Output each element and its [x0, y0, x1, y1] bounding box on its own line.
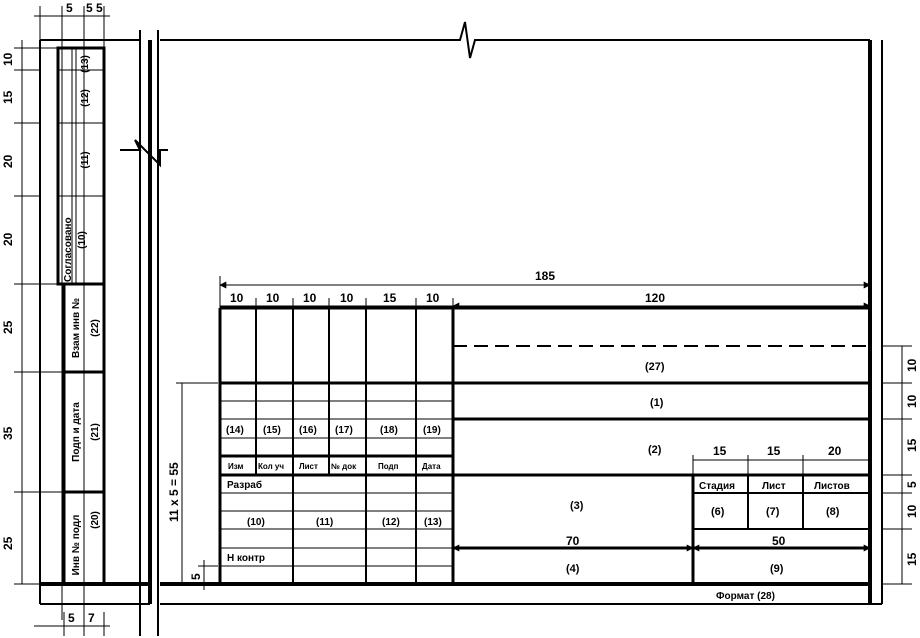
dim-right-10a: 10 — [905, 358, 919, 372]
side-strip — [56, 28, 106, 620]
left-dim-ticks — [14, 47, 64, 585]
dim-left-20a: 20 — [1, 154, 15, 168]
dim-col-10d: 10 — [340, 291, 354, 305]
hdr-kol-uch: Кол уч — [258, 462, 284, 471]
cell-18: (18) — [380, 425, 398, 436]
dim-right-5: 5 — [905, 481, 919, 488]
dim-left-20b: 20 — [1, 232, 15, 246]
cell-22: (22) — [90, 319, 101, 337]
title-block-text: (27) (1) (2) (3) (4) (6) (7) (8) (9) (14… — [226, 361, 850, 602]
hdr-podp: Подп — [378, 462, 399, 471]
cell-21: (21) — [90, 423, 101, 441]
cell-13-block: (13) — [424, 517, 442, 528]
cell-6: (6) — [711, 506, 725, 518]
dim-70: 70 — [566, 534, 580, 548]
title-block-dim-text: 185 10 10 10 10 15 10 120 11 x 5 = 55 5 … — [167, 269, 919, 580]
cell-1: (1) — [650, 397, 664, 409]
cell-4: (4) — [566, 563, 580, 575]
hdr-n-dok: № док — [331, 462, 357, 471]
dim-col-10a: 10 — [230, 291, 244, 305]
cell-12-strip: (12) — [80, 89, 91, 107]
dim-col-120: 120 — [645, 291, 665, 305]
top-dim-ticks — [34, 6, 110, 636]
cell-11-strip: (11) — [80, 151, 91, 168]
cell-7: (7) — [766, 506, 780, 518]
left-dim-text: 5 5 5 5 7 10 15 20 20 25 35 25 — [1, 1, 103, 625]
dim-col-10e: 10 — [426, 291, 440, 305]
dim-col-15: 15 — [383, 291, 397, 305]
side-strip-text: Согласовано (13) (12) (11) (10) Взам инв… — [63, 55, 101, 575]
hdr-list: Лист — [299, 462, 318, 471]
dim-st-20: 20 — [828, 444, 842, 458]
format-label: Формат (28) — [716, 591, 775, 602]
dim-185: 185 — [535, 269, 555, 283]
dim-top-5a: 5 — [66, 1, 73, 15]
sheet-frame — [39, 21, 883, 636]
dim-bottom-7: 7 — [88, 611, 95, 625]
dim-right-10b: 10 — [905, 394, 919, 408]
cell-8: (8) — [826, 506, 840, 518]
stadiya-label: Стадия — [699, 481, 735, 492]
cell-13-strip: (13) — [80, 55, 91, 73]
dim-right-15b: 15 — [905, 552, 919, 566]
dim-st-15b: 15 — [767, 444, 781, 458]
cell-10-block: (10) — [247, 517, 265, 528]
cell-16: (16) — [299, 425, 317, 436]
list-label: Лист — [762, 481, 786, 492]
dim-55: 11 x 5 = 55 — [167, 462, 181, 522]
inv-label: Инв № подл — [71, 515, 82, 576]
dim-50: 50 — [772, 534, 786, 548]
left-dim-chain — [14, 6, 110, 636]
dim-col-10b: 10 — [266, 291, 280, 305]
cell-15: (15) — [263, 425, 281, 436]
dim-left-35: 35 — [1, 426, 15, 440]
cell-3: (3) — [570, 500, 584, 512]
dim-top-5c: 5 — [96, 1, 103, 15]
dim-right-15a: 15 — [905, 438, 919, 452]
dim-left-15: 15 — [1, 90, 15, 104]
hdr-data: Дата — [422, 462, 441, 471]
dim-bottom-5: 5 — [68, 611, 75, 625]
cell-11-block: (11) — [316, 517, 333, 528]
cell-2: (2) — [648, 444, 662, 456]
dim-top-5b: 5 — [86, 1, 93, 15]
dim-left-25a: 25 — [1, 320, 15, 334]
dim-left-25b: 25 — [1, 536, 15, 550]
cell-27: (27) — [645, 361, 665, 373]
hdr-izm: Изм — [228, 462, 244, 471]
n-kontr-label: Н контр — [227, 553, 265, 564]
cell-17: (17) — [335, 425, 353, 436]
cell-20: (20) — [90, 511, 101, 529]
agreed-label: Согласовано — [63, 217, 74, 282]
dim-5: 5 — [189, 573, 203, 580]
podp-label: Подп и дата — [71, 402, 82, 462]
cell-10-strip: (10) — [77, 231, 88, 249]
dim-right-10c: 10 — [905, 504, 919, 518]
vzam-label: Взам инв № — [71, 298, 82, 358]
dim-col-10c: 10 — [303, 291, 317, 305]
listov-label: Листов — [814, 481, 850, 492]
dim-st-15a: 15 — [713, 444, 727, 458]
cell-9: (9) — [770, 563, 784, 575]
razrab-label: Разраб — [227, 479, 262, 491]
cell-12-block: (12) — [382, 517, 400, 528]
title-block-dims — [176, 276, 912, 590]
cell-19: (19) — [423, 425, 441, 436]
cell-14: (14) — [226, 425, 244, 436]
dim-left-10: 10 — [1, 52, 15, 66]
